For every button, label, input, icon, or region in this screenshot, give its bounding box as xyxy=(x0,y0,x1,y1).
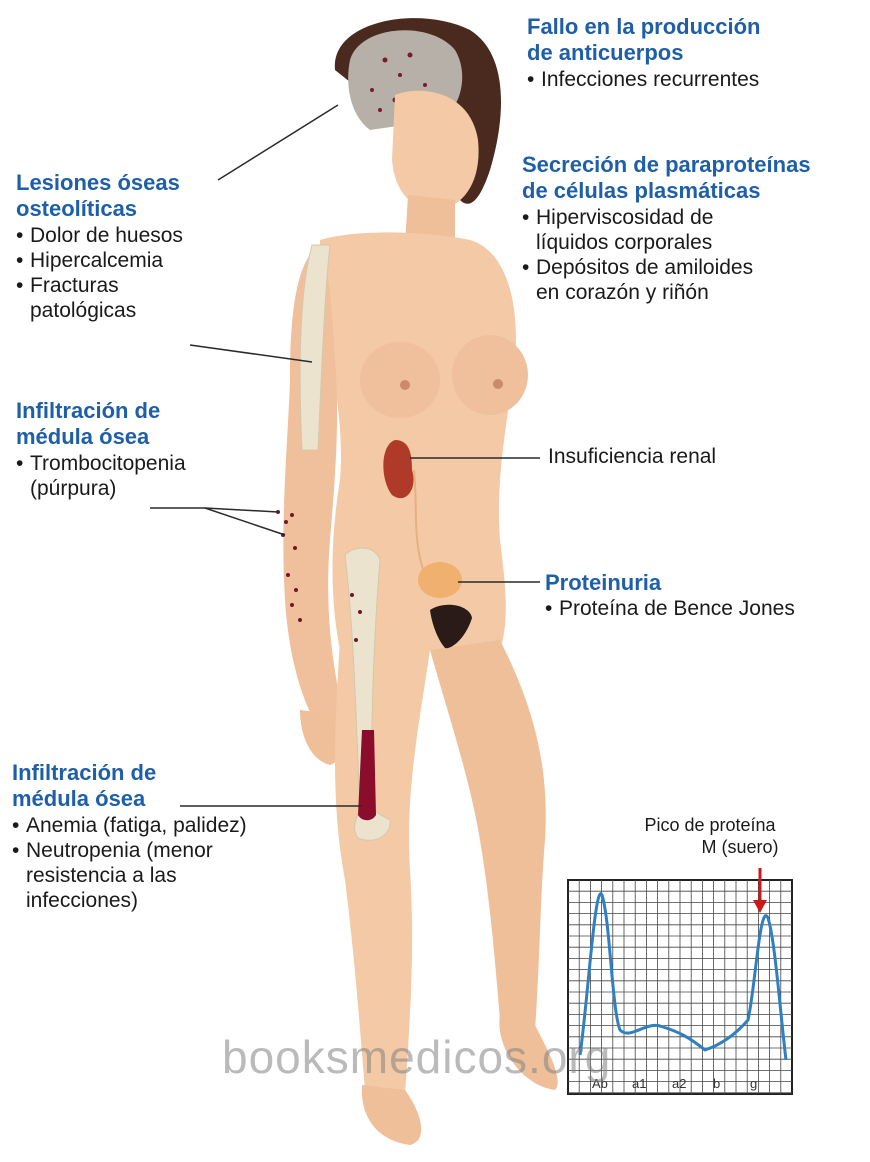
osteolytic-title-2: osteolíticas xyxy=(16,196,138,222)
callout-marrow-top: Infiltración de médula ósea •Trombocitop… xyxy=(16,398,186,501)
list-item-cont: resistencia a las xyxy=(26,864,177,888)
axis-label-ab: Ab xyxy=(592,1076,608,1091)
axis-label-a2: a2 xyxy=(672,1076,687,1091)
callout-proteinuria: Proteinuria •Proteína de Bence Jones xyxy=(545,570,795,622)
callout-paraproteins: Secreción de paraproteínas de células pl… xyxy=(522,152,811,306)
list-item-cont: (púrpura) xyxy=(30,476,117,500)
callout-antibodies: Fallo en la producción de anticuerpos •I… xyxy=(527,14,760,92)
list-item: •Trombocitopenia xyxy=(16,451,186,475)
paraproteins-title-2: de células plasmáticas xyxy=(522,178,761,204)
neck xyxy=(405,195,455,245)
list-item-cont: en corazón y riñón xyxy=(536,281,709,305)
foot-left xyxy=(361,1085,422,1145)
list-item: •Infecciones recurrentes xyxy=(527,67,760,91)
hand xyxy=(300,710,343,765)
arm xyxy=(283,245,345,730)
list-item: •Fracturas xyxy=(16,274,119,298)
axis-label-g: g xyxy=(750,1076,758,1091)
list-item: •Depósitos de amiloides xyxy=(522,256,754,280)
marrow-bottom-title-1: Infiltración de xyxy=(12,760,157,785)
list-item: •Hipercalcemia xyxy=(16,248,164,272)
list-item: •Proteína de Bence Jones xyxy=(545,597,795,621)
list-item: •Anemia (fatiga, palidez) xyxy=(12,813,247,837)
humerus-bone xyxy=(299,244,331,451)
list-item: •Dolor de huesos xyxy=(16,223,183,247)
serum-protein-curve xyxy=(578,892,788,1061)
femur-bone xyxy=(344,547,391,841)
list-item: •Hiperviscosidad de xyxy=(522,205,714,229)
callout-osteolytic: Lesiones óseas osteolíticas •Dolor de hu… xyxy=(16,170,183,324)
marrow xyxy=(358,730,376,821)
list-item-cont: patológicas xyxy=(30,299,137,323)
axis-label-b: b xyxy=(713,1076,721,1091)
marrow-bottom-title-2: médula ósea xyxy=(12,786,146,812)
arrow-head xyxy=(753,900,767,913)
paraproteins-title-1: Secreción de paraproteínas xyxy=(522,152,811,177)
foot-right xyxy=(499,1015,558,1090)
leader-lines xyxy=(150,104,540,807)
proteinuria-title: Proteinuria xyxy=(545,570,662,595)
list-item-cont: infecciones) xyxy=(26,889,139,913)
kidney xyxy=(383,440,414,499)
callout-marrow-bottom: Infiltración de médula ósea •Anemia (fat… xyxy=(12,760,247,914)
marrow-top-title-1: Infiltración de xyxy=(16,398,161,423)
antibodies-title-1: Fallo en la producción xyxy=(527,14,761,39)
bladder xyxy=(418,562,462,598)
breast-right xyxy=(452,335,528,415)
face xyxy=(392,90,479,211)
osteolytic-title-1: Lesiones óseas xyxy=(16,170,180,195)
electrophoresis-chart xyxy=(567,868,793,1095)
axis-label-a1: a1 xyxy=(632,1076,647,1091)
list-item-cont: líquidos corporales xyxy=(536,230,713,254)
antibodies-title-2: de anticuerpos xyxy=(527,40,684,66)
list-item: •Neutropenia (menor xyxy=(12,838,213,862)
watermark: booksmedicos.org xyxy=(222,1031,612,1083)
peak-title: Pico de proteína M (suero) xyxy=(644,815,779,857)
leg-right xyxy=(430,640,546,1030)
renal-label: Insuficiencia renal xyxy=(548,445,717,468)
marrow-top-title-2: médula ósea xyxy=(16,424,150,450)
torso xyxy=(320,232,516,650)
leg-left xyxy=(335,640,430,1095)
breast-left xyxy=(360,342,440,418)
